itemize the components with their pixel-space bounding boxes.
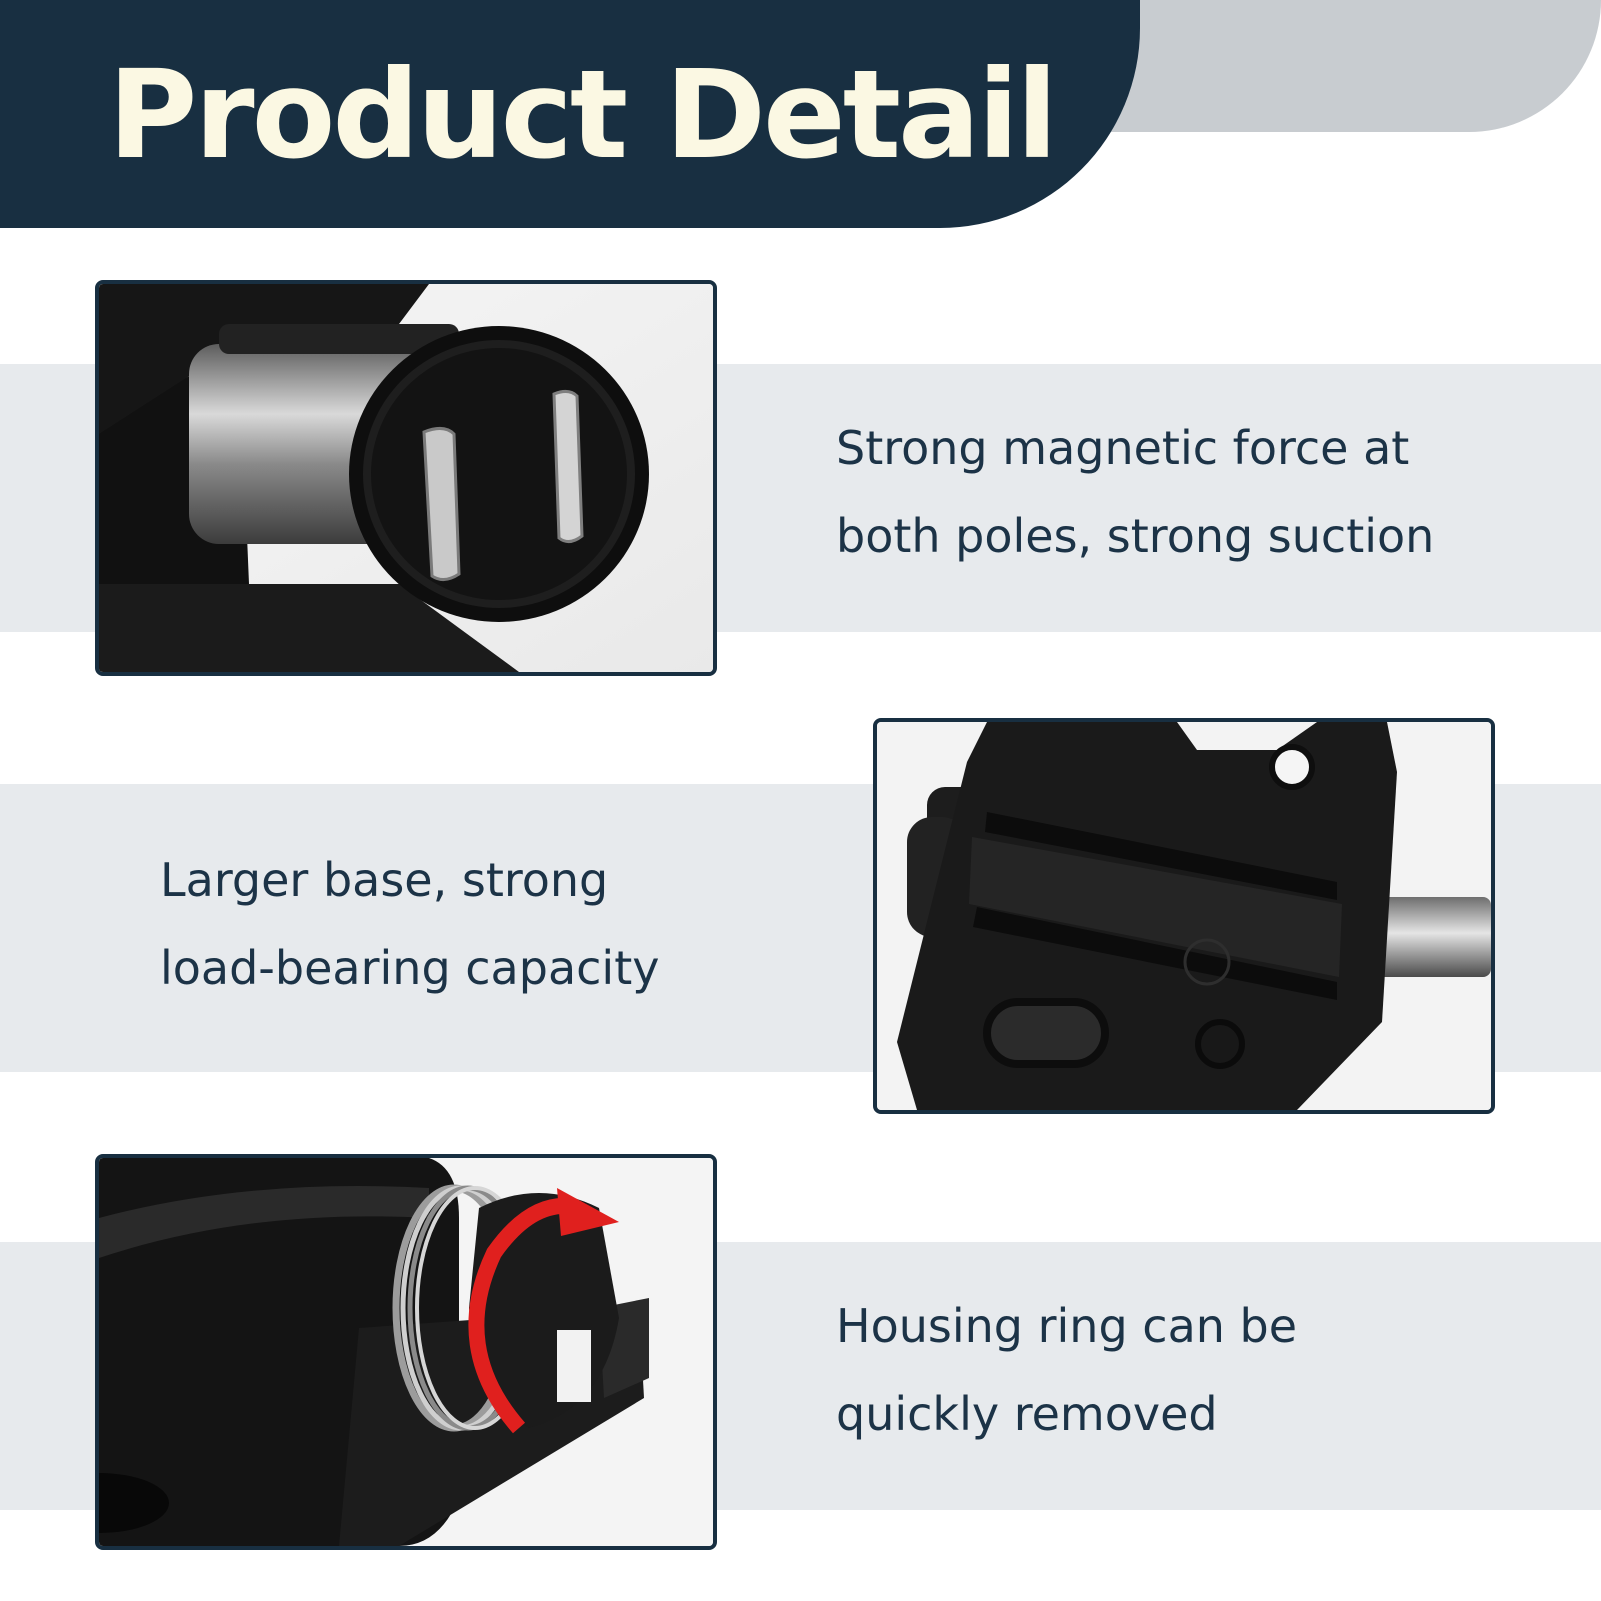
magnet-poles-photo — [95, 280, 717, 676]
feature-2-line-2: load-bearing capacity — [160, 941, 660, 995]
housing-ring-photo — [95, 1154, 717, 1550]
feature-3-line-2: quickly removed — [836, 1387, 1218, 1441]
header-banner: Product Detail — [0, 0, 1140, 228]
feature-1-line-2: both poles, strong suction — [836, 509, 1435, 563]
feature-text-housing-ring: Housing ring can be quickly removed — [836, 1282, 1297, 1458]
feature-3-line-1: Housing ring can be — [836, 1299, 1298, 1353]
feature-text-magnetic-force: Strong magnetic force at both poles, str… — [836, 404, 1434, 580]
latch-base-photo — [873, 718, 1495, 1114]
latch-base-illustration — [877, 722, 1491, 1110]
feature-1-line-1: Strong magnetic force at — [836, 421, 1410, 475]
housing-ring-illustration — [99, 1158, 713, 1546]
page-title: Product Detail — [108, 44, 1058, 186]
feature-2-line-1: Larger base, strong — [160, 853, 609, 907]
magnet-poles-illustration — [99, 284, 713, 672]
feature-text-larger-base: Larger base, strong load-bearing capacit… — [160, 836, 659, 1012]
